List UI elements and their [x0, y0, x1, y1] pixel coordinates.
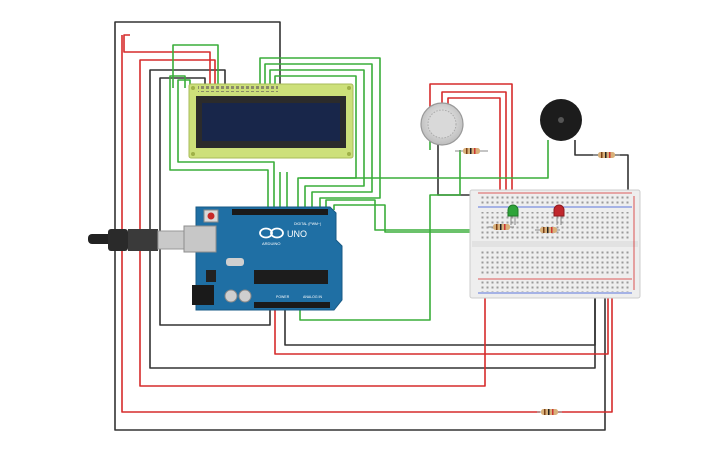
wire-green-lcd-7[interactable] [177, 79, 275, 210]
gas-sensor[interactable] [420, 102, 464, 146]
voltage-regulator [206, 270, 216, 282]
board-label: UNO [287, 229, 307, 239]
power-analog-header [254, 302, 330, 308]
wire-green-led[interactable] [325, 199, 470, 231]
digital-header [232, 209, 328, 215]
capacitor [238, 289, 252, 303]
breadboard-channel [472, 241, 638, 247]
wire-green-lcd-6[interactable] [169, 75, 269, 210]
usb-cable-boot [108, 229, 128, 251]
breadboard[interactable] [469, 189, 641, 299]
resistor-buzzer[interactable] [593, 152, 620, 158]
wire-red-gas-2[interactable] [441, 91, 507, 210]
wire-red-5v[interactable] [274, 292, 609, 355]
wire-black-lcd-vss[interactable] [159, 77, 271, 326]
power-header-label: POWER [276, 295, 290, 299]
wire-green-lcd-4[interactable] [269, 69, 365, 210]
lcd-pin-header [198, 86, 278, 92]
wire-black-outer[interactable] [114, 21, 606, 431]
lcd-mount-hole [347, 152, 351, 156]
breadboard-rows-bottom [480, 249, 630, 276]
usb-cable-plug [128, 229, 158, 251]
wire-green-lcd-1[interactable] [172, 44, 219, 88]
breadboard-rail-bottom [480, 280, 630, 292]
wire-green-buzzer[interactable] [300, 140, 549, 179]
wire-green-lcd-5[interactable] [274, 75, 357, 210]
power-jack [192, 285, 214, 305]
buzzer-hole [558, 117, 564, 123]
piezo-buzzer[interactable] [540, 99, 582, 141]
lcd-screen [202, 103, 340, 141]
usb-port [183, 225, 217, 253]
arduino-uno[interactable]: UNO ARDUINO DIGITAL (PWM~) POWER ANALOG … [183, 206, 343, 311]
lcd-mount-hole [191, 152, 195, 156]
lcd-mount-hole [347, 86, 351, 90]
gas-sensor-mesh [427, 109, 457, 139]
usb-cable-metal [157, 230, 185, 250]
green-led[interactable] [507, 204, 519, 225]
usb-cable[interactable] [88, 229, 185, 251]
brand-label: ARDUINO [262, 241, 280, 246]
digital-header-label: DIGITAL (PWM~) [294, 222, 321, 226]
wire-black-buzzer-2[interactable] [612, 154, 629, 195]
wire-black-gnd-loop[interactable] [149, 69, 596, 369]
wire-green-led-2[interactable] [333, 204, 530, 233]
wire-black-buzzer[interactable] [574, 140, 600, 156]
breadboard-rail-top [480, 194, 630, 206]
lcd-16x2[interactable] [188, 83, 354, 159]
wire-red-vcc[interactable] [121, 35, 540, 413]
resistor-bottom[interactable] [537, 409, 562, 415]
wire-black-gnd-bb[interactable] [284, 292, 596, 346]
wire-red-gas-1[interactable] [429, 83, 513, 210]
wire-green-lcd-3[interactable] [264, 63, 373, 210]
wire-red-gas-3[interactable] [447, 97, 501, 210]
wire-green-gas-analog[interactable] [299, 150, 461, 321]
crystal [226, 258, 244, 266]
wire-red-lcd[interactable] [123, 34, 211, 88]
capacitor [224, 289, 238, 303]
resistor-gas[interactable] [455, 148, 488, 154]
arduino-board [195, 206, 343, 311]
red-led[interactable] [553, 204, 565, 225]
wire-red-vcc-2[interactable] [558, 292, 613, 413]
lcd-mount-hole [191, 86, 195, 90]
reset-button-cap[interactable] [207, 212, 215, 220]
usb-cable-cord [88, 234, 112, 244]
wires [114, 21, 629, 431]
arduino-logo [259, 227, 284, 239]
wire-green-lcd-2[interactable] [259, 57, 381, 210]
resistor-led-red[interactable] [535, 227, 560, 233]
atmega-chip [254, 270, 328, 284]
analog-header-label: ANALOG IN [303, 295, 323, 299]
resistor-led-green[interactable] [488, 224, 514, 230]
wire-red-outer[interactable] [139, 59, 486, 387]
